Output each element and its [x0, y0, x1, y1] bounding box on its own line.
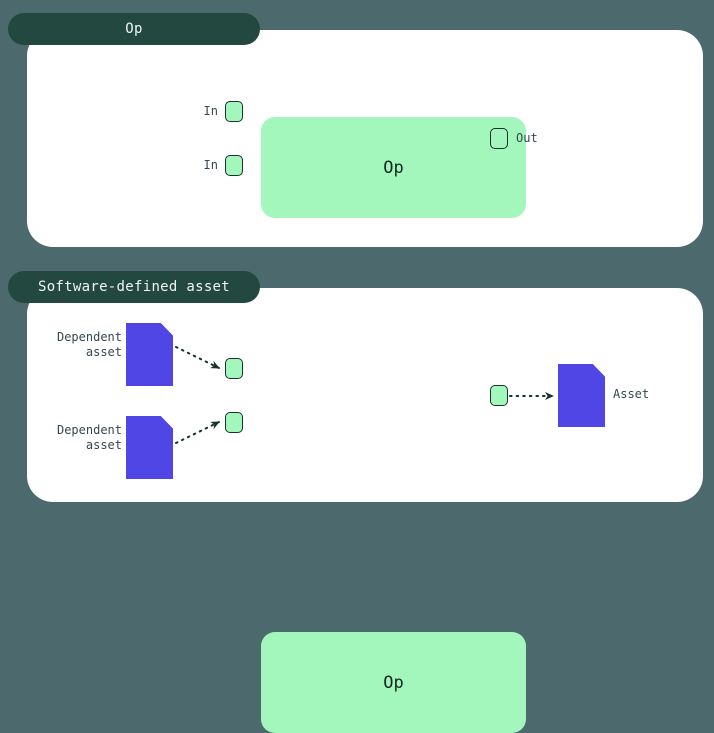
op-box-bottom[interactable]: Op — [261, 632, 526, 733]
label-in-2: In — [203, 158, 218, 172]
panel-tab-op[interactable]: Op — [8, 13, 260, 45]
port-out-bottom[interactable] — [490, 385, 508, 406]
label-in-1: In — [203, 104, 218, 118]
diagram-canvas: Op Op In In Out Op Software-defined asse… — [8, 13, 703, 733]
panel-op: Op — [27, 30, 703, 247]
port-in-2-top[interactable] — [225, 155, 243, 176]
panel-tab-software-defined-asset[interactable]: Software-defined asset — [8, 271, 260, 303]
port-in-1-top[interactable] — [225, 101, 243, 122]
asset-document-icon-output[interactable] — [558, 364, 605, 427]
label-out: Out — [516, 131, 538, 145]
label-asset: Asset — [613, 387, 650, 401]
asset-document-icon-dependent-2[interactable] — [126, 416, 173, 479]
op-box-label: Op — [383, 157, 404, 178]
port-in-2-bottom[interactable] — [225, 412, 243, 433]
op-box-label-bottom: Op — [383, 672, 404, 693]
asset-document-icon-dependent-1[interactable] — [126, 323, 173, 386]
op-box-top[interactable]: Op — [261, 117, 526, 218]
label-dependent-asset-2: Dependent asset — [56, 423, 122, 452]
label-dependent-asset-1: Dependent asset — [56, 330, 122, 359]
port-out-top[interactable] — [490, 128, 508, 149]
port-in-1-bottom[interactable] — [225, 358, 243, 379]
